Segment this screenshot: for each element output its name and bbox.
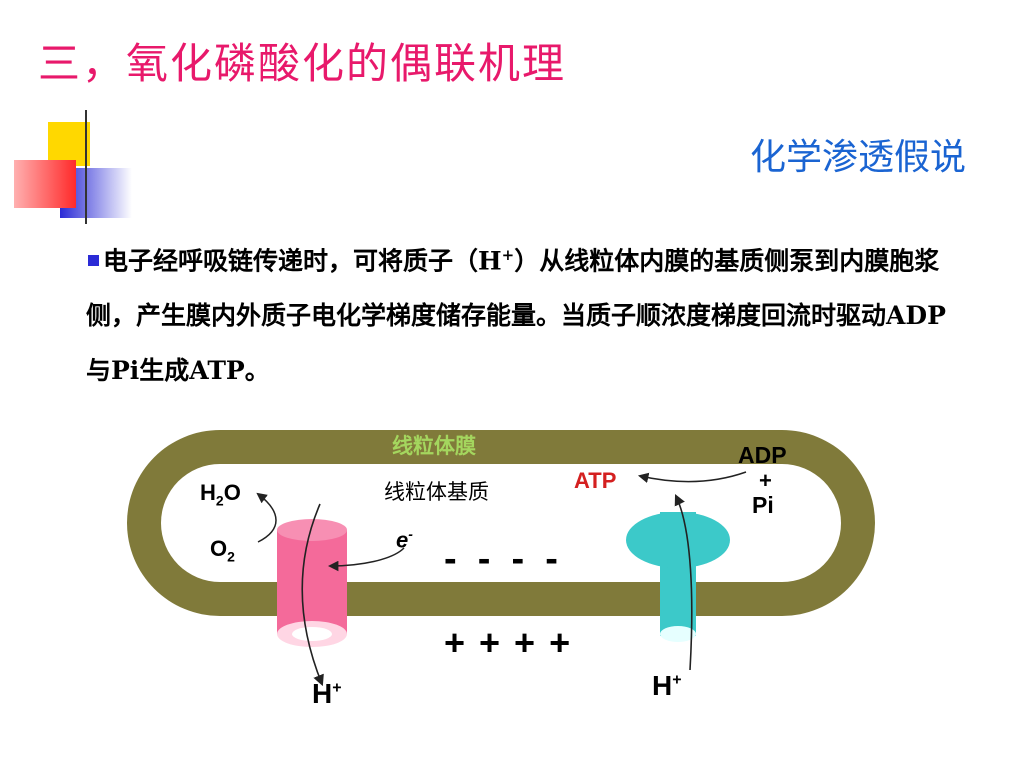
yellow-square (48, 122, 90, 166)
body-paragraph: 电子经呼吸链传递时，可将质子（H+）从线粒体内膜的基质侧泵到内膜胞浆侧，产生膜内… (86, 246, 946, 386)
oxygen-label: O2 (210, 536, 235, 565)
red-square (14, 160, 76, 208)
plus-signs: + + + + (444, 622, 573, 663)
water-oxygen-arrow (256, 492, 277, 543)
proton-label-left: H+ (312, 678, 342, 709)
atp-label: ATP (574, 468, 617, 493)
subtitle: 化学渗透假说 (749, 137, 966, 178)
minus-signs: - - - - (444, 538, 558, 580)
decorative-header-graphic (14, 110, 1000, 224)
adp-label: ADP (738, 442, 787, 468)
proton-label-right: H+ (652, 670, 682, 701)
electron-transport-complex (277, 530, 347, 634)
bullet-square (88, 255, 99, 267)
proton-return-arrow (674, 493, 693, 671)
chemiosmosis-diagram: 线粒体膜 线粒体基质 H2O O2 e- - - - - + + + + ATP… (0, 400, 1024, 768)
electron-label: e- (396, 526, 413, 553)
atp-synthesis-arrow (637, 471, 747, 483)
proton-pump-arrow (301, 503, 324, 687)
membrane-label: 线粒体膜 (392, 435, 476, 458)
matrix-label: 线粒体基质 (384, 481, 489, 504)
adp-plus-label: + (759, 468, 772, 493)
page-title: 三，氧化磷酸化的偶联机理 (38, 39, 567, 88)
electron-arrow (327, 547, 405, 572)
atp-synthase-head (626, 512, 730, 568)
pi-label: Pi (752, 492, 774, 518)
water-label: H2O (200, 480, 241, 509)
